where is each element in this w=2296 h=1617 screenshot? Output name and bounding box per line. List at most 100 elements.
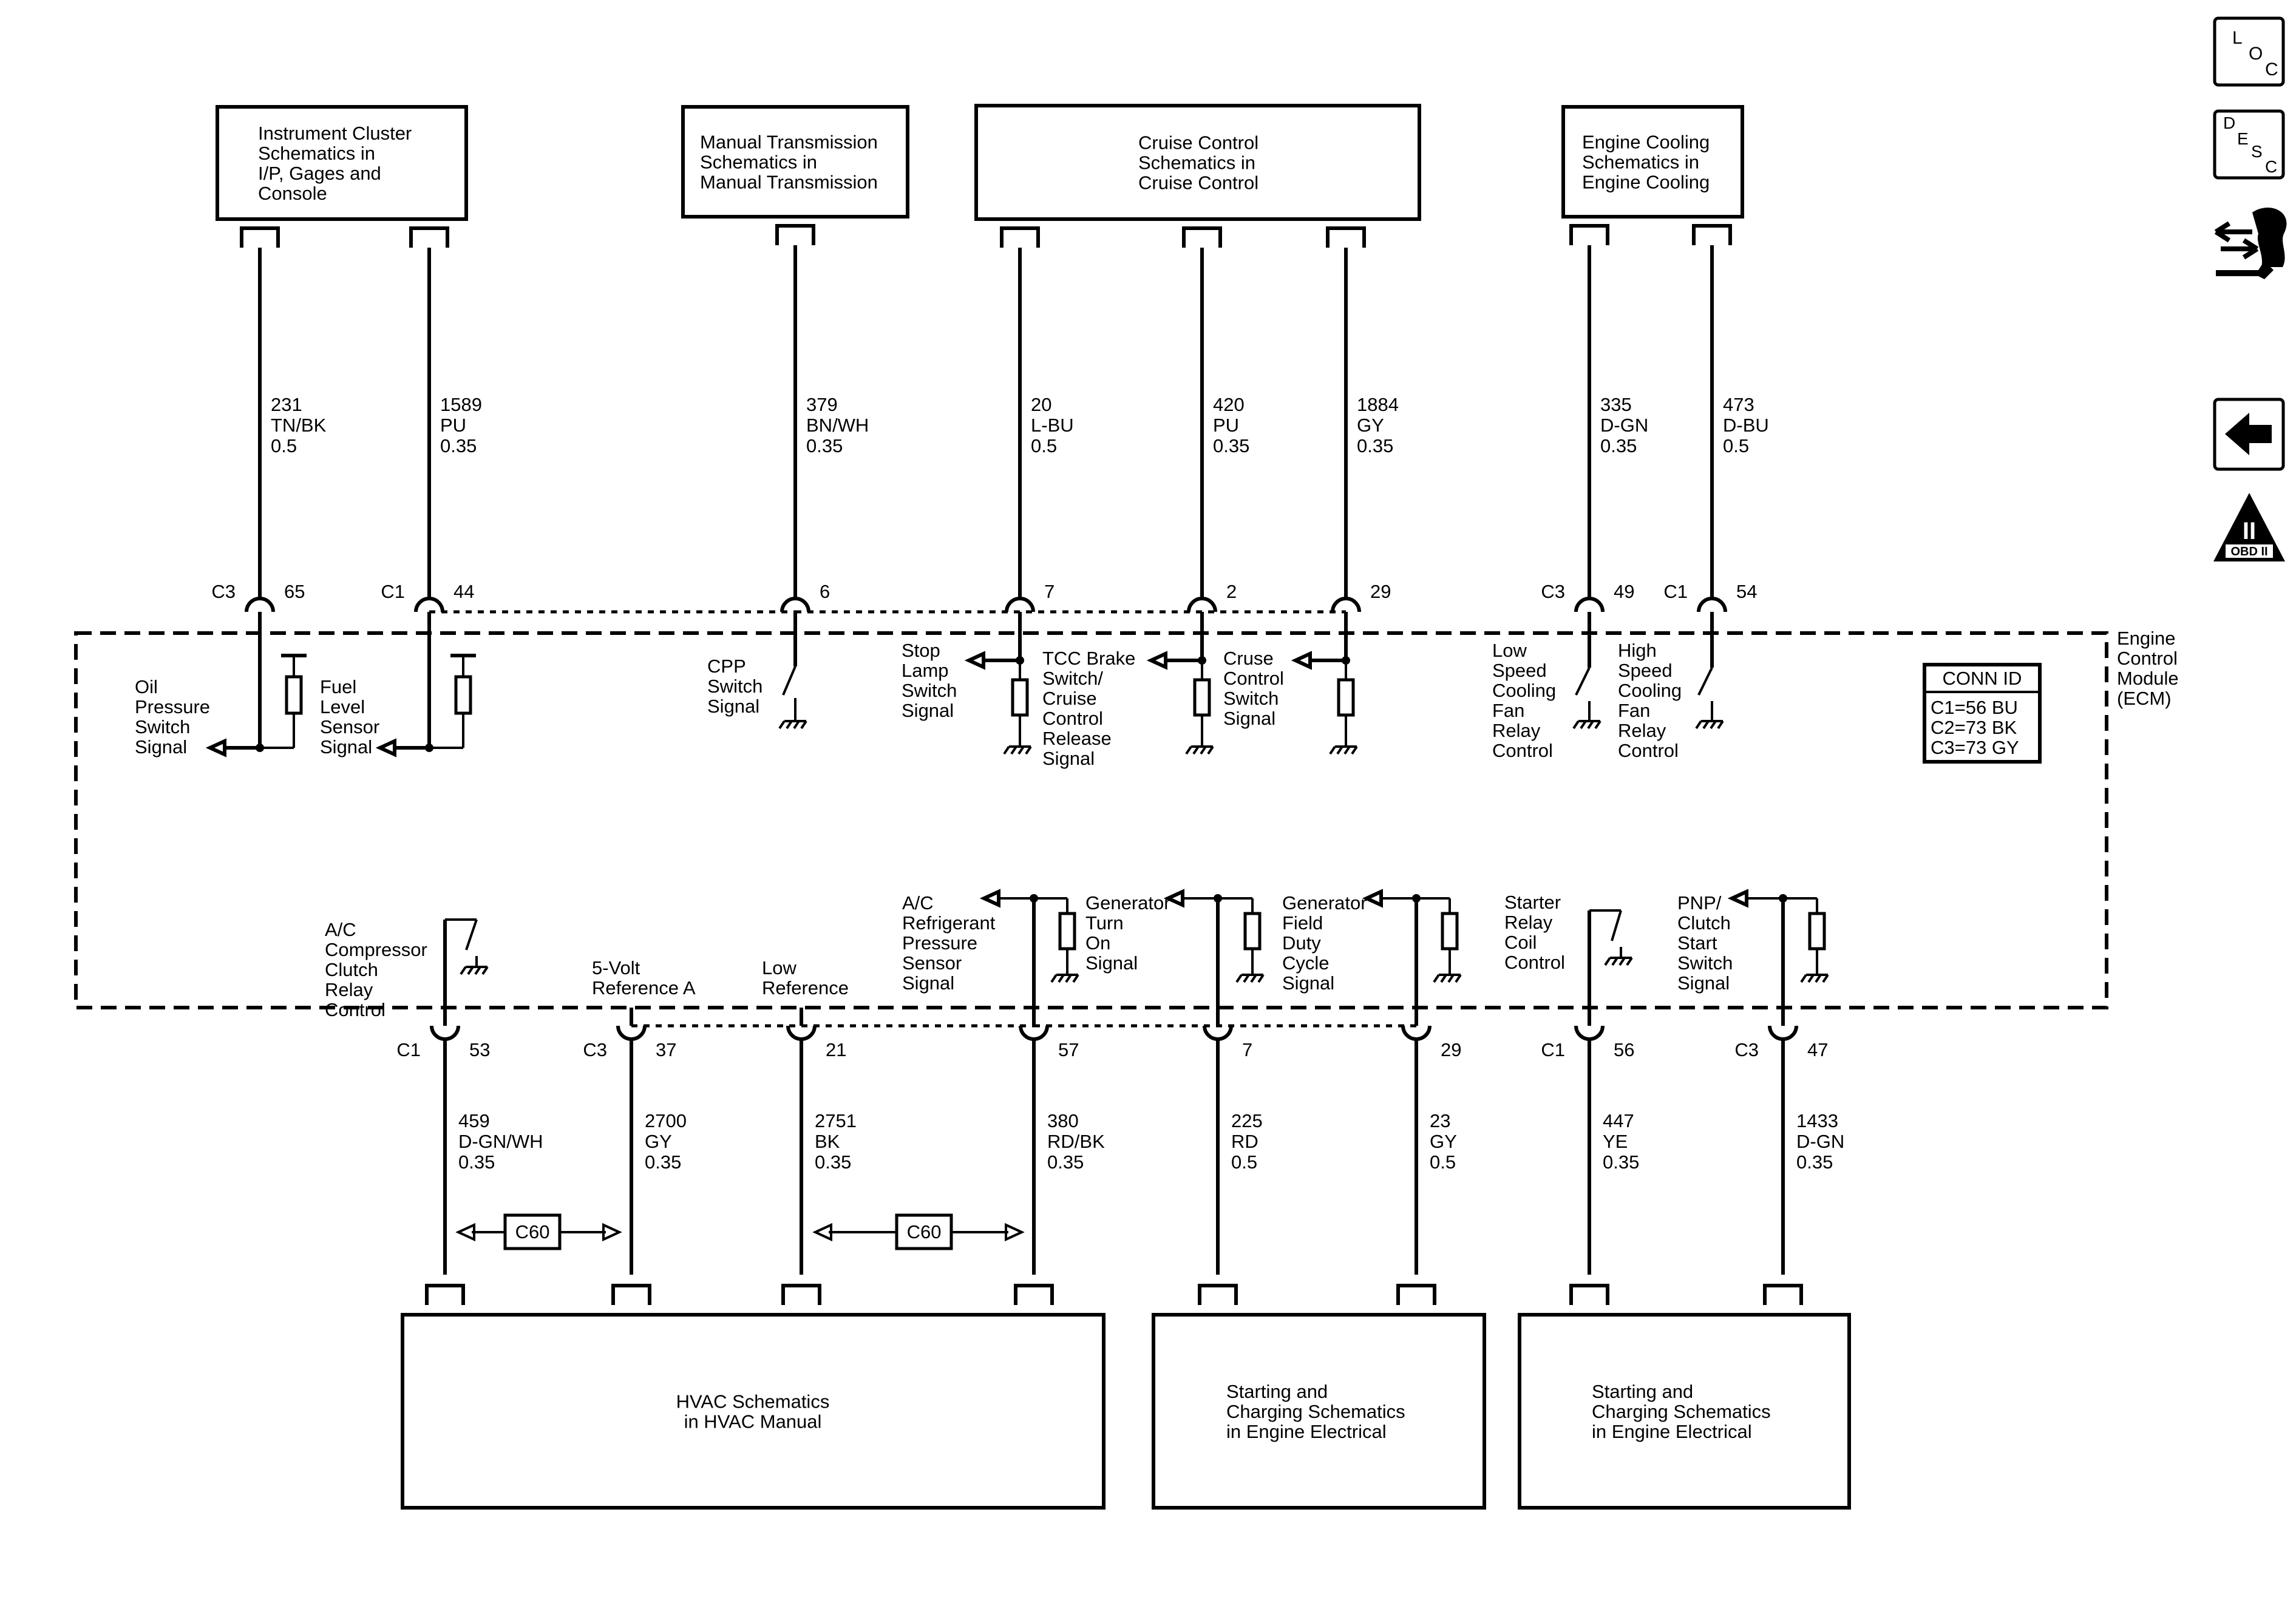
loc-button-icon[interactable]: LOC <box>2213 16 2285 87</box>
top-wire-2-gauge: 0.35 <box>806 435 843 456</box>
top-wire-5-pin-cup <box>1331 597 1361 612</box>
bottom-wire-0-pin-cup <box>430 1025 460 1041</box>
top-wire-3-gauge: 0.5 <box>1031 435 1057 456</box>
desc-letter-0: D <box>2223 114 2235 132</box>
bottom-wire-4-circuit: 225 <box>1231 1110 1263 1131</box>
cruise-switch-label-line-0: Cruse <box>1223 648 1274 669</box>
top-wire-0-connector: C3 <box>211 581 236 602</box>
tcc-brake-label-line-0: TCC Brake <box>1042 648 1135 669</box>
starter-relay-label-line-3: Control <box>1504 952 1565 973</box>
top-wire-1-pin-cup <box>414 597 444 612</box>
top-wire-4-color: PU <box>1213 415 1239 436</box>
top-wire-1-circuit: 1589 <box>440 394 482 415</box>
fuel-level-resistor <box>454 675 472 715</box>
top-wire-2-circuit: 379 <box>806 394 838 415</box>
instrument-cluster-box-text-3: Console <box>258 183 327 204</box>
ac-compressor-label-line-4: Control <box>325 999 385 1020</box>
bot-resistor-4 <box>1243 912 1262 951</box>
back-arrow-icon[interactable] <box>2213 398 2285 471</box>
top-wire-4-circuit: 420 <box>1213 394 1245 415</box>
cruise-control-box-text-1: Schematics in <box>1138 152 1255 174</box>
top-wire-2-plug <box>775 224 815 245</box>
top-wire-3-plug <box>1000 226 1040 248</box>
connector-repair-icon[interactable] <box>2214 208 2287 279</box>
bottom-wire-2-gauge: 0.35 <box>815 1151 851 1173</box>
top-wire-5-circuit: 1884 <box>1357 394 1399 415</box>
desc-letter-1: E <box>2237 129 2249 148</box>
bot-node-7 <box>1779 894 1787 903</box>
manual-transmission-box <box>681 105 909 219</box>
top-wire-7-circuit: 473 <box>1723 394 1754 415</box>
obd-ii-text: OBD II <box>2230 545 2267 558</box>
top-wire-4-pin: 2 <box>1226 581 1237 602</box>
cpp-label-line-1: Switch <box>707 676 763 697</box>
starter-switch <box>1611 910 1622 941</box>
ac-refrigerant-label-line-4: Signal <box>902 972 954 994</box>
low-speed-fan-label-line-3: Fan <box>1492 700 1524 721</box>
low-speed-fan-label-line-0: Low <box>1492 640 1527 661</box>
desc-letter-2: S <box>2251 142 2263 161</box>
pnp-clutch-label-line-2: Start <box>1677 932 1717 954</box>
high-speed-fan-label-line-3: Fan <box>1618 700 1650 721</box>
starting-charging-box-2-text-1: Charging Schematics <box>1592 1401 1771 1422</box>
loc-letter-1: O <box>2249 44 2263 64</box>
hvac-box-text-1: in HVAC Manual <box>684 1411 822 1432</box>
top-arrow-5 <box>1291 651 1312 670</box>
bot-ground-3 <box>1050 964 1079 983</box>
bottom-wire-7-circuit: 1433 <box>1796 1110 1838 1131</box>
ecm-label-line-1: Control <box>2117 648 2178 669</box>
cpp-switch-blade <box>782 666 796 696</box>
high-speed-fan-label-line-2: Cooling <box>1618 680 1682 701</box>
generator-field-label-line-2: Duty <box>1282 932 1321 954</box>
generator-turn-on-label-line-2: On <box>1085 932 1110 954</box>
fuel-level-arrow <box>375 738 396 758</box>
bottom-wire-1-pin-cup <box>616 1025 647 1041</box>
top-wire-1-plug <box>409 226 449 248</box>
bottom-wire-2-plug <box>781 1284 821 1305</box>
top-ground-4 <box>1185 736 1214 755</box>
bottom-wire-2-pin: 21 <box>826 1039 846 1060</box>
ecm-label-line-3: (ECM) <box>2117 688 2172 709</box>
pnp-clutch-label-line-3: Switch <box>1677 952 1733 974</box>
top-wire-7-pin-cup <box>1697 597 1727 612</box>
top-wire-0-circuit: 231 <box>271 394 302 415</box>
fan-switch-6 <box>1575 667 1591 696</box>
bot-arrow-3 <box>979 889 1000 908</box>
top-wire-6-plug <box>1569 224 1609 245</box>
low-speed-fan-label-line-5: Control <box>1492 740 1553 761</box>
desc-letter-3: C <box>2265 157 2277 176</box>
bottom-wire-6-pin-cup <box>1574 1025 1605 1041</box>
oil-pressure-label-line-3: Signal <box>135 736 187 758</box>
top-wire-7-color: D-BU <box>1723 415 1769 436</box>
top-wire-7-plug <box>1692 224 1732 245</box>
top-wire-2-pin-cup <box>780 597 810 612</box>
pnp-clutch-label-line-0: PNP/ <box>1677 892 1722 914</box>
bottom-wire-3-circuit: 380 <box>1047 1110 1079 1131</box>
top-wire-0-color: TN/BK <box>271 415 327 436</box>
starter-relay-label-line-1: Relay <box>1504 912 1553 933</box>
fan-ground-7 <box>1695 710 1724 730</box>
bottom-wire-5-pin-cup <box>1401 1025 1432 1041</box>
bottom-wire-5-color: GY <box>1430 1131 1457 1152</box>
top-wire-7-gauge: 0.5 <box>1723 435 1749 456</box>
tcc-brake-label-line-3: Control <box>1042 708 1103 729</box>
top-wire-4-plug <box>1182 226 1222 248</box>
generator-turn-on-label-line-3: Signal <box>1085 952 1138 974</box>
bottom-wire-0-pin: 53 <box>469 1039 490 1060</box>
bottom-wire-7-plug <box>1763 1284 1803 1305</box>
top-wire-4-gauge: 0.35 <box>1213 435 1249 456</box>
top-wire-1-gauge: 0.35 <box>440 435 477 456</box>
bottom-wire-1-connector: C3 <box>583 1039 607 1060</box>
bottom-wire-0-gauge: 0.35 <box>458 1151 495 1173</box>
bottom-wire-2-color: BK <box>815 1131 840 1152</box>
engine-cooling-box-text-0: Engine Cooling <box>1582 132 1710 153</box>
generator-turn-on-label-line-0: Generator <box>1085 892 1170 914</box>
bot-resistor-5 <box>1441 912 1459 951</box>
top-resistor-4 <box>1193 678 1211 717</box>
top-wire-1-connector: C1 <box>381 581 405 602</box>
cruise-switch-label-line-3: Signal <box>1223 708 1275 729</box>
bottom-wire-4-plug <box>1198 1284 1238 1305</box>
